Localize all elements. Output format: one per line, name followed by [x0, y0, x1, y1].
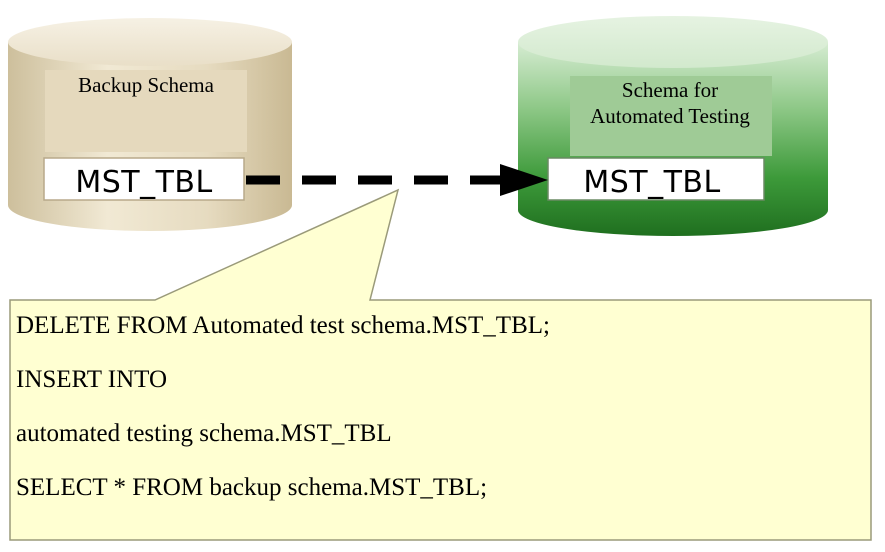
copy-arrow-head — [500, 164, 548, 196]
sql-line-delete: DELETE FROM Automated test schema.MST_TB… — [16, 312, 550, 339]
target-table-box — [547, 157, 765, 201]
target-database-cylinder: Schema for Automated Testing MST_TBL — [518, 16, 828, 236]
sql-line-select: SELECT * FROM backup schema.MST_TBL; — [16, 474, 488, 501]
target-schema-label-box — [570, 76, 772, 156]
sql-statement-block: DELETE FROM Automated test schema.MST_TB… — [16, 304, 866, 520]
target-schema-title-line1: Schema for — [622, 78, 718, 102]
source-schema-title: Backup Schema — [78, 73, 215, 97]
source-table-box — [43, 157, 245, 201]
sql-line-target-table: automated testing schema.MST_TBL — [16, 420, 392, 447]
target-schema-title-line2: Automated Testing — [590, 104, 750, 128]
target-table-name: MST_TBL — [583, 165, 720, 200]
source-schema-label-box — [45, 70, 247, 152]
sql-callout — [9, 188, 872, 541]
copy-arrow — [246, 164, 548, 196]
source-database-cylinder: Backup Schema MST_TBL — [8, 18, 292, 231]
sql-line-insert: INSERT INTO — [16, 366, 168, 393]
source-table-name: MST_TBL — [75, 165, 212, 200]
